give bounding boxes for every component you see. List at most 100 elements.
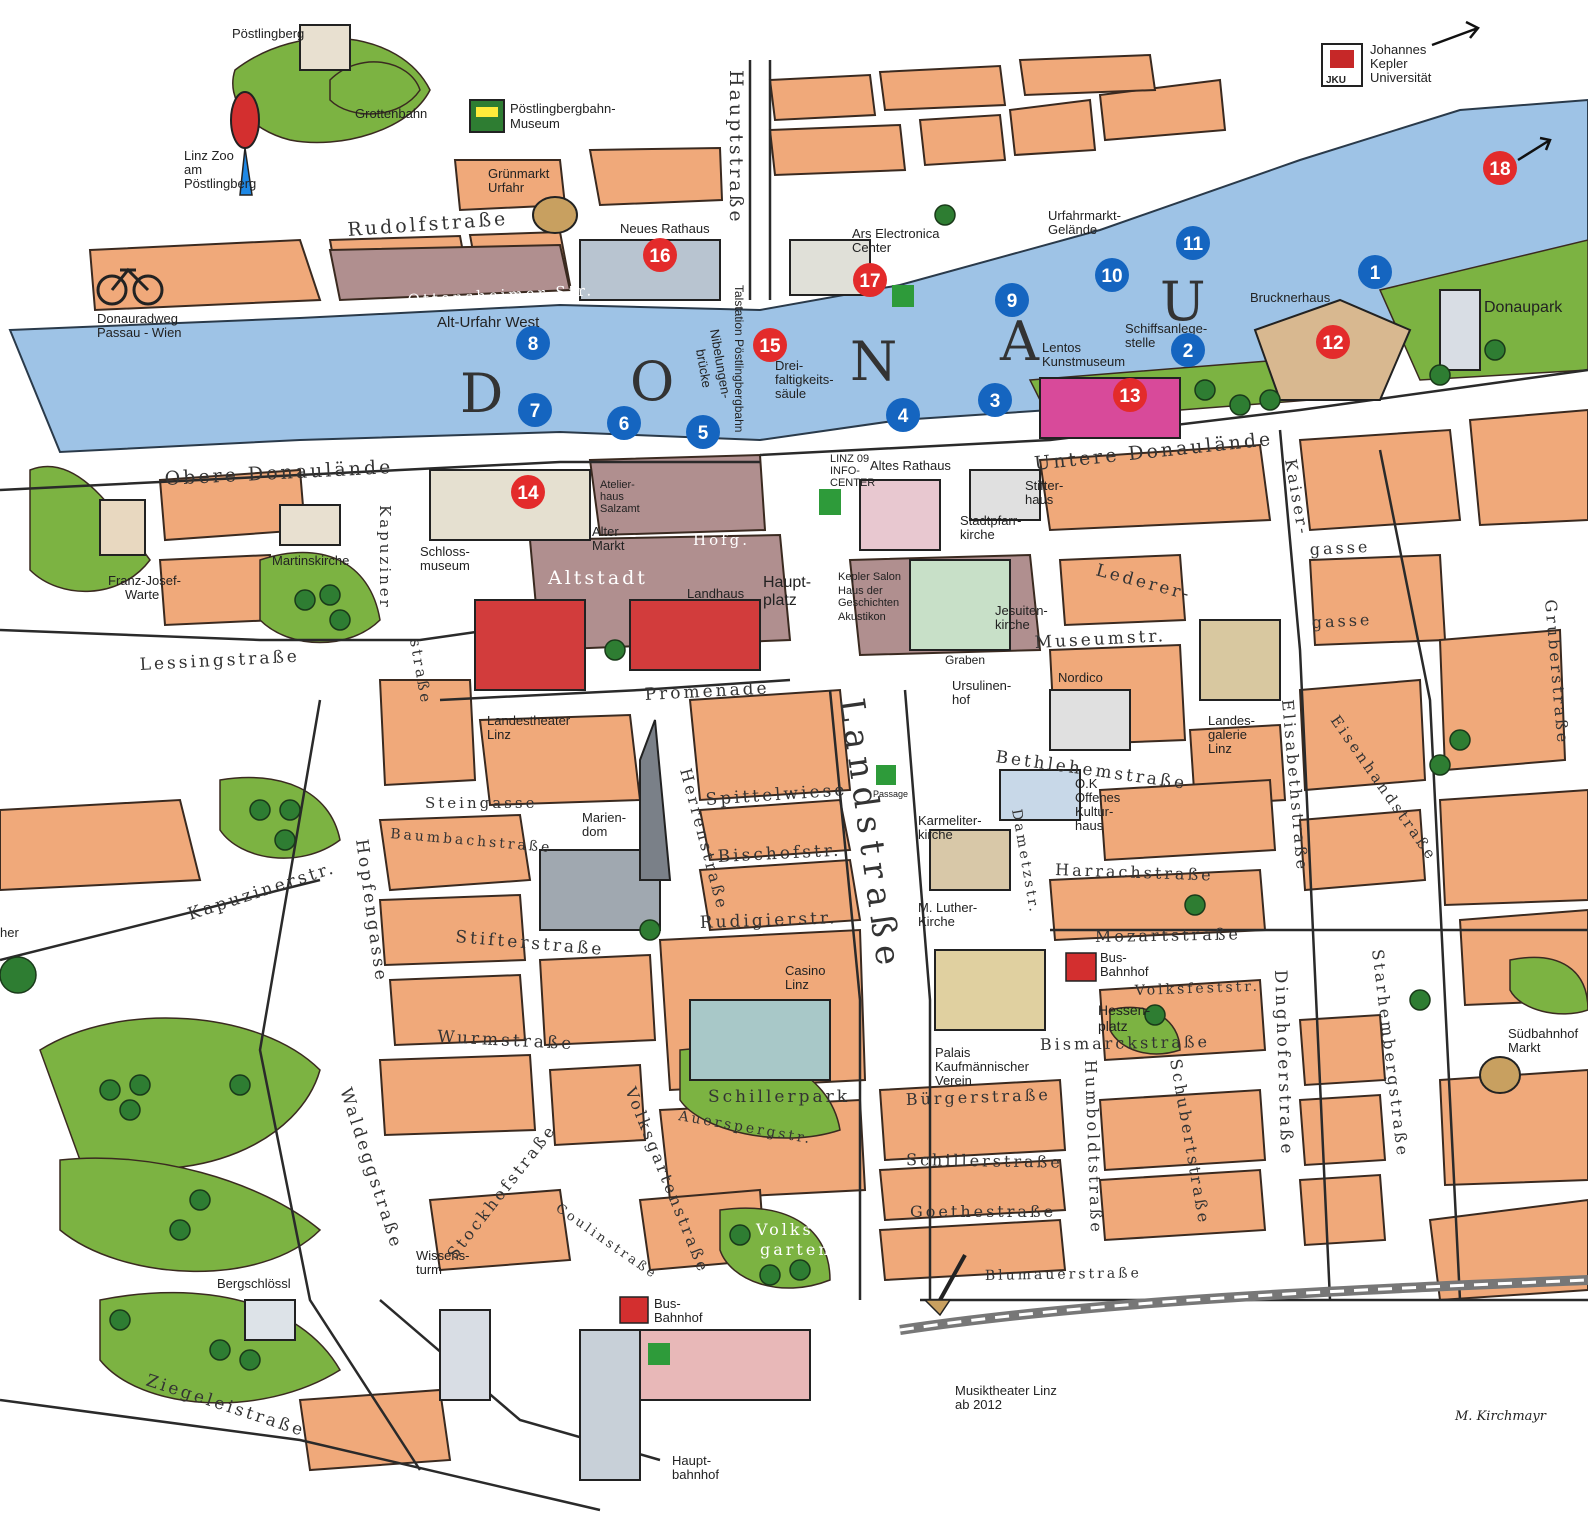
label-hauptplatz-1: Haupt- [763, 574, 811, 591]
label-brucknerhaus: Brucknerhaus [1250, 290, 1331, 305]
label-her: her [0, 925, 19, 940]
label-schiffsanlegestelle-1: Schiffsanlege- [1125, 321, 1207, 336]
marker-18[interactable]: 18 [1483, 151, 1517, 185]
label-palais-2: Kaufmännischer [935, 1059, 1030, 1074]
street-gasse: gasse [1309, 537, 1371, 559]
street-bismarckstrasse: Bismarckstraße [1040, 1032, 1210, 1054]
label-bergschloessl: Bergschlössl [217, 1276, 291, 1291]
label-volksgarten-2: garten [760, 1240, 832, 1259]
label-neues-rathaus: Neues Rathaus [620, 221, 710, 236]
label-kepler-salon-1: Kepler Salon [838, 571, 901, 583]
label-schlossmuseum-1: Schloss- [420, 544, 470, 559]
marker-7[interactable]: 7 [518, 393, 552, 427]
label-altes-rathaus: Altes Rathaus [870, 458, 951, 473]
label-urfahrmarkt-2: Gelände [1048, 222, 1097, 237]
street-mozartstrasse: Mozartstraße [1095, 924, 1241, 946]
label-pbb-museum-2: Museum [510, 116, 560, 131]
river-letter-d: D [460, 362, 503, 425]
roads [0, 60, 1588, 1512]
street-kapuziner: Kapuziner [376, 505, 394, 610]
label-altstadt: Altstadt [547, 567, 648, 589]
label-alt-urfahr-west: Alt-Urfahr West [437, 314, 540, 331]
label-atelierhaus-2: haus [600, 491, 624, 503]
label-hessenplatz-2: platz [1098, 1018, 1128, 1034]
marker-4-label: 4 [898, 406, 909, 427]
marker-13[interactable]: 13 [1113, 378, 1147, 412]
label-jku-3: Universität [1370, 70, 1432, 85]
label-zoo-2: am [184, 162, 202, 177]
bicycle-icon [96, 267, 164, 306]
label-dreifaltigkeit-2: faltigkeits- [775, 372, 834, 387]
marker-18-label: 18 [1489, 159, 1510, 180]
marker-1[interactable]: 1 [1358, 255, 1392, 289]
marker-13-label: 13 [1119, 386, 1140, 407]
label-karmeliter-1: Karmeliter- [918, 813, 982, 828]
label-info-center-3: CENTER [830, 477, 875, 489]
marker-6[interactable]: 6 [607, 406, 641, 440]
label-stifterhaus-2: haus [1025, 492, 1054, 507]
street-volksfeststr: Volksfeststr. [1134, 979, 1261, 999]
marker-9-label: 9 [1007, 291, 1018, 312]
poi-labels: Pöstlingberg Grottenbahn Linz Zoo am Pös… [0, 26, 1579, 1482]
marker-17[interactable]: 17 [853, 263, 887, 297]
label-dreifaltigkeit-3: säule [775, 386, 806, 401]
label-stadtpfarrkirche-2: kirche [960, 527, 995, 542]
label-passage: Passage [873, 789, 908, 799]
marker-15[interactable]: 15 [753, 328, 787, 362]
shovel-icon [923, 1254, 967, 1317]
label-atelierhaus-3: Salzamt [600, 503, 640, 515]
label-suedbahnhof-1: Südbahnhof [1508, 1026, 1579, 1041]
label-donauradweg-1: Donauradweg [97, 311, 178, 326]
marker-14-label: 14 [517, 483, 539, 504]
label-hessenplatz-1: Hessen- [1098, 1002, 1150, 1018]
label-wissensturm-2: turm [416, 1262, 442, 1277]
parrot-icon [230, 91, 260, 196]
donaupark-green [1378, 239, 1588, 381]
railway-edge [899, 1278, 1588, 1332]
label-wissensturm-1: Wissens- [416, 1248, 469, 1263]
label-atelierhaus-1: Atelier- [600, 479, 635, 491]
marker-8[interactable]: 8 [516, 326, 550, 360]
label-bus-hauptbahnhof-1: Bus- [654, 1296, 681, 1311]
label-lentos-2: Kunstmuseum [1042, 354, 1125, 369]
marker-4[interactable]: 4 [886, 398, 920, 432]
street-lederer-gasse: gasse [1311, 610, 1373, 632]
marker-12[interactable]: 12 [1316, 325, 1350, 359]
street-graben: Graben [945, 653, 985, 667]
marker-10[interactable]: 10 [1095, 258, 1129, 292]
marker-16[interactable]: 16 [643, 238, 677, 272]
tram-icon [469, 99, 505, 133]
label-ok-2: Offenes [1075, 790, 1121, 805]
street-nibelungen-2: brücke [693, 348, 715, 389]
label-gruenmarkt-2: Urfahr [488, 180, 525, 195]
marker-11[interactable]: 11 [1176, 226, 1210, 260]
marker-3[interactable]: 3 [978, 383, 1012, 417]
marker-5[interactable]: 5 [686, 415, 720, 449]
marker-2[interactable]: 2 [1171, 333, 1205, 367]
marker-3-label: 3 [990, 391, 1001, 412]
label-casino-1: Casino [785, 963, 825, 978]
marker-1-label: 1 [1370, 263, 1381, 284]
label-donaupark: Donaupark [1484, 299, 1563, 316]
label-ursulinenhof-1: Ursulinen- [952, 678, 1011, 693]
label-stadtpfarrkirche-1: Stadtpfarr- [960, 513, 1021, 528]
label-ok-1: O.K [1075, 776, 1098, 791]
marker-8-label: 8 [528, 334, 539, 355]
label-casino-2: Linz [785, 977, 809, 992]
buildings [99, 24, 1481, 1481]
label-jku-2: Kepler [1370, 56, 1408, 71]
marker-15-label: 15 [759, 336, 781, 357]
label-schlossmuseum-2: museum [420, 558, 470, 573]
label-hauptplatz-2: platz [763, 592, 797, 609]
label-landesgalerie-3: Linz [1208, 741, 1232, 756]
label-landesgalerie-2: galerie [1208, 727, 1247, 742]
marker-14[interactable]: 14 [511, 475, 545, 509]
label-ursulinenhof-2: hof [952, 692, 970, 707]
info-icon [648, 285, 914, 1365]
marker-9[interactable]: 9 [995, 283, 1029, 317]
label-kepler-salon-3: Geschichten [838, 597, 899, 609]
blue-markers: 1 2 3 4 5 6 7 8 9 10 11 [516, 226, 1392, 449]
river-letter-o: O [630, 350, 674, 413]
label-luther-1: M. Luther- [918, 900, 977, 915]
label-landestheater-2: Linz [487, 727, 511, 742]
